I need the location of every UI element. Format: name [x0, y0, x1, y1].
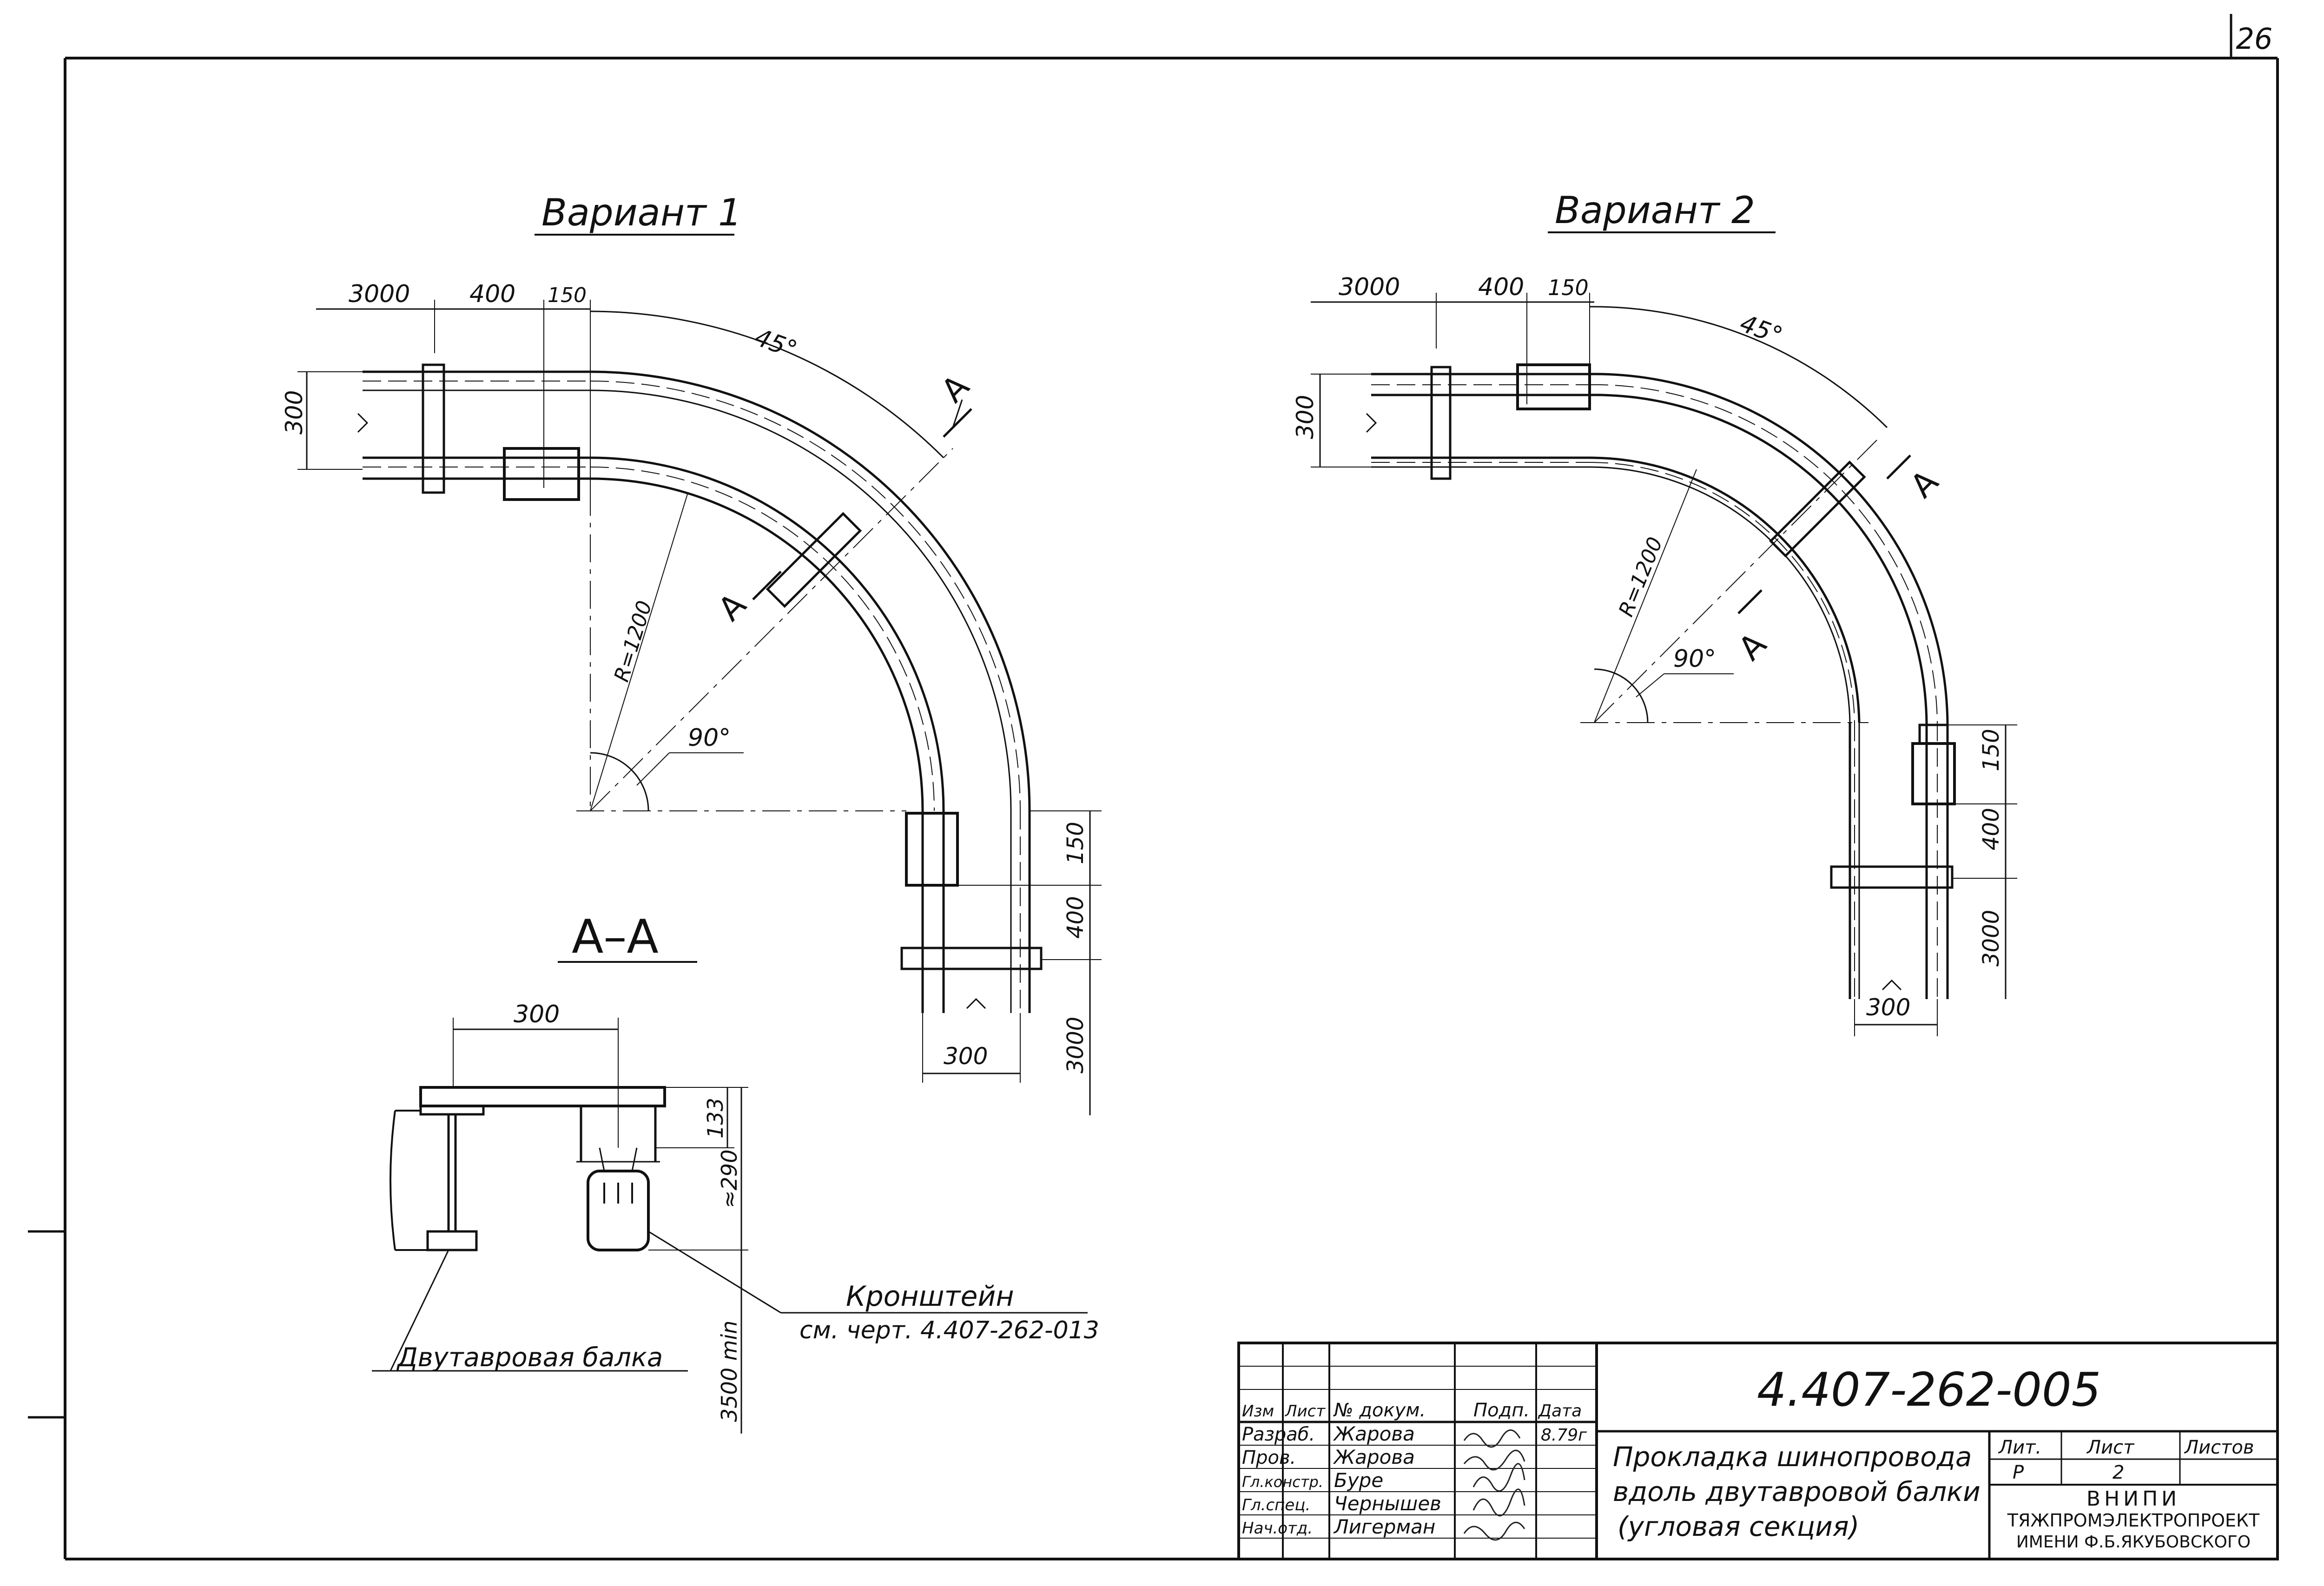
v1-dim-400: 400 [469, 280, 515, 308]
name-razrab: Жарова [1333, 1422, 1415, 1445]
v1-radius: R=1200 [610, 598, 657, 684]
v1-section-mark-top: A [934, 367, 977, 410]
v1-section-mark-bottom: A [711, 586, 753, 628]
role-prov: Пров. [1242, 1447, 1296, 1468]
v1-dim-300: 300 [281, 390, 308, 434]
sheet-value: 2 [2113, 1462, 2124, 1483]
variant-1-title: Вариант 1 [541, 191, 742, 234]
v2-dim-400: 400 [1478, 273, 1524, 301]
section-dim-290: ≈290 [717, 1150, 742, 1208]
name-glspec: Чернышев [1334, 1492, 1441, 1515]
section-a-a-drawing: А–А 300 133 ≈290 350 [372, 909, 1099, 1434]
header-izm: Изм [1242, 1402, 1274, 1421]
org-line-3: ИМЕНИ Ф.Б.ЯКУБОВСКОГО [2016, 1533, 2251, 1552]
header-date: Дата [1538, 1402, 1582, 1421]
name-prov: Жарова [1333, 1446, 1415, 1468]
sign-date: 8.79г [1541, 1426, 1587, 1445]
v1-dim-3000: 3000 [349, 280, 410, 308]
doc-number: 4.407-262-005 [1757, 1362, 2101, 1417]
page-number: 26 [2236, 22, 2273, 56]
role-razrab: Разраб. [1242, 1424, 1315, 1445]
role-glkonstr: Гл.констр. [1242, 1473, 1323, 1491]
v1-angle-90: 90° [688, 724, 731, 752]
drawing-frame [28, 14, 2279, 1560]
v2-dim-v-150: 150 [1978, 729, 2004, 771]
v2-angle-90: 90° [1673, 645, 1716, 673]
v2-dim-3000: 3000 [1339, 273, 1400, 301]
sheet-header: Лист [2086, 1437, 2135, 1458]
v2-section-mark-top: A [1903, 462, 1946, 505]
variant-2-drawing: Вариант 2 3000 400 150 300 45° A [1292, 189, 2017, 1036]
v2-dim-150: 150 [1548, 275, 1589, 300]
lit-value: Р [2013, 1462, 2024, 1483]
v2-dim-bottom-300: 300 [1866, 994, 1910, 1021]
org-line-2: ТЯЖПРОМЭЛЕКТРОПРОЕКТ [2007, 1510, 2260, 1531]
v2-dim-v-400: 400 [1978, 808, 2004, 850]
role-glspec: Гл.спец. [1242, 1496, 1310, 1514]
name-nachotd: Лигерман [1333, 1515, 1435, 1538]
v1-dim-v-3000: 3000 [1063, 1017, 1089, 1073]
v2-section-mark-bottom: A [1731, 625, 1774, 668]
description-line-1: Прокладка шинопровода [1613, 1441, 1972, 1473]
section-dim-300: 300 [514, 1000, 560, 1028]
v2-dim-300: 300 [1292, 395, 1319, 439]
description-line-2: вдоль двутавровой балки [1613, 1476, 1981, 1507]
v2-radius: R=1200 [1614, 534, 1667, 620]
section-title: А–А [572, 909, 659, 964]
description-line-3: (угловая секция) [1618, 1511, 1859, 1542]
section-dim-133: 133 [703, 1098, 728, 1138]
name-glkonstr: Буре [1334, 1469, 1383, 1492]
header-list: Лист [1284, 1402, 1326, 1421]
bracket-label: Кронштейн [846, 1280, 1014, 1313]
sheets-header: Листов [2184, 1437, 2254, 1458]
org-line-1: ВНИПИ [2086, 1487, 2180, 1511]
v1-angle-45: 45° [751, 323, 801, 364]
v1-dim-bottom-300: 300 [944, 1043, 988, 1070]
handwritten-signatures [1463, 1429, 1525, 1541]
v2-angle-45: 45° [1736, 309, 1786, 350]
title-block: 4.407-262-005 Изм Лист № докум. Подп. Да… [1237, 1342, 2279, 1560]
v1-dim-v-150: 150 [1063, 822, 1089, 864]
header-sign: Подп. [1473, 1400, 1530, 1421]
bracket-reference: см. черт. 4.407-262-013 [799, 1316, 1099, 1344]
role-nachotd: Нач.отд. [1242, 1519, 1313, 1538]
variant-1-drawing: Вариант 1 3000 400 150 300 45° [281, 191, 1102, 1115]
variant-2-title: Вариант 2 [1555, 189, 1755, 232]
header-doc: № докум. [1333, 1400, 1426, 1421]
v1-dim-v-400: 400 [1063, 896, 1089, 939]
lit-header: Лит. [1998, 1437, 2041, 1458]
beam-label: Двутавровая балка [396, 1343, 663, 1373]
v2-dim-v-3000: 3000 [1978, 910, 2004, 967]
v1-dim-150: 150 [548, 283, 587, 307]
section-dim-3500: 3500 min [717, 1321, 742, 1422]
